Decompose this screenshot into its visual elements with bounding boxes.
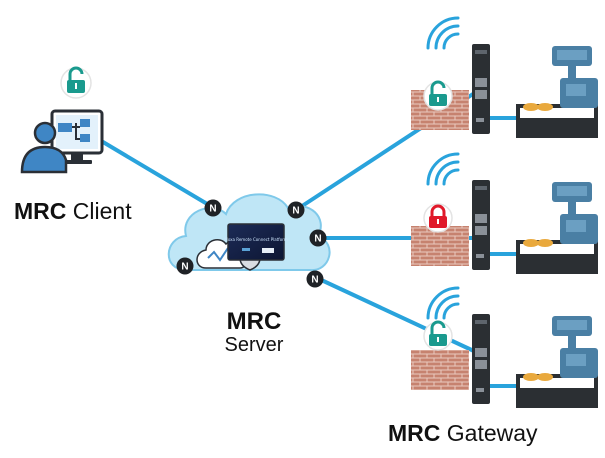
server-label-regular: Server: [224, 334, 284, 356]
industrial-gateway-icon: [472, 44, 490, 134]
node-badge: N: [176, 257, 194, 275]
svg-text:N: N: [292, 206, 299, 217]
gateway-unit-middle: [411, 152, 598, 274]
node-badge: N: [306, 270, 324, 288]
vending-machine-icon: [516, 182, 598, 274]
svg-text:N: N: [311, 275, 318, 286]
industrial-gateway-icon: [472, 180, 490, 270]
client-label-bold: MRC: [14, 198, 67, 224]
network-nodes: N N N N N: [176, 199, 327, 288]
gateway-label-bold: MRC: [388, 420, 441, 446]
server-label-bold: MRC: [226, 308, 282, 335]
unlocked-padlock-icon: [423, 80, 453, 111]
client-label-regular: Client: [72, 198, 132, 224]
vending-machine-icon: [516, 46, 598, 138]
gateway-unit-top: [411, 16, 598, 138]
gateway-label-regular: Gateway: [446, 420, 538, 446]
wifi-signal-icon: [426, 152, 460, 186]
svg-text:N: N: [209, 204, 216, 215]
node-badge: N: [204, 199, 222, 217]
brick-firewall-icon: [411, 226, 469, 266]
server-label: MRC Server: [214, 308, 294, 356]
svg-text:N: N: [314, 234, 321, 245]
platform-screen-text: Moxa Remote Connect Platform: [224, 237, 287, 242]
unlocked-padlock-icon: [423, 320, 453, 351]
brick-firewall-icon: [411, 350, 469, 390]
svg-text:N: N: [181, 262, 188, 273]
industrial-gateway-icon: [472, 314, 490, 404]
node-badge: N: [287, 201, 305, 219]
vending-machine-icon: [516, 316, 598, 408]
locked-padlock-icon: [423, 203, 453, 233]
link-client-server: [101, 140, 216, 210]
gateway-unit-bottom: [411, 286, 598, 408]
wifi-signal-icon: [426, 286, 460, 320]
gateway-label: MRC Gateway: [388, 422, 538, 445]
node-badge: N: [309, 229, 327, 247]
client-unlocked-padlock-icon: [60, 66, 92, 99]
client-label: MRC Client: [14, 200, 132, 223]
client-computer-user-icon: [20, 109, 104, 174]
wifi-signal-icon: [426, 16, 460, 50]
